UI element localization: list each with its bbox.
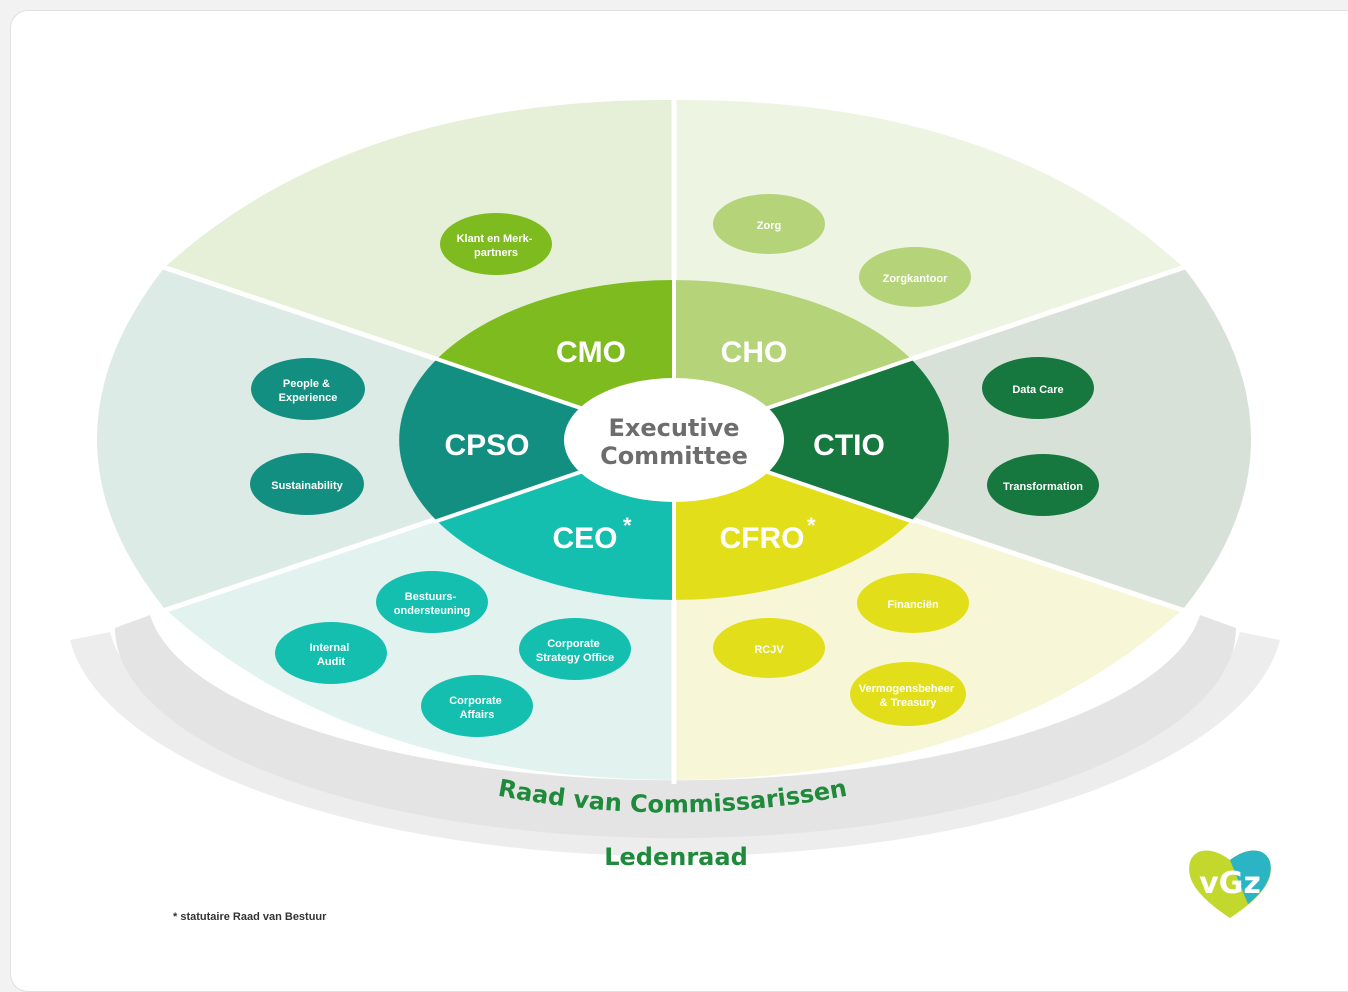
sector-cpso <box>97 268 674 608</box>
dept-sustainability: Sustainability <box>250 453 364 515</box>
raad-band <box>115 615 1236 839</box>
footnote: * statutaire Raad van Bestuur <box>173 911 327 923</box>
org-diagram: Executive Committee CMO CHO CPSO CTIO CE… <box>70 99 1280 918</box>
role-label-cho: CHO <box>721 336 788 369</box>
role-label-ctio: CTIO <box>813 429 885 462</box>
dept-klant-line1: Klant en Merk- <box>457 233 533 245</box>
role-label-cpso: CPSO <box>444 429 529 462</box>
dept-klant-line2: partners <box>474 247 518 259</box>
dept-financien-label: Financiën <box>887 599 939 611</box>
dept-corporate-strategy-line1: Corporate <box>547 638 600 650</box>
svg-text:Bestuurs- ondersteuning: Bestuurs- ondersteuning <box>394 591 470 617</box>
dept-zorgkantoor-label: Zorgkantoor <box>883 273 948 285</box>
dept-bestuurs-line1: Bestuurs- <box>405 591 457 603</box>
role-label-cmo: CMO <box>556 336 626 369</box>
dept-people-line2: Experience <box>279 392 338 404</box>
dept-data-care: Data Care <box>982 357 1094 419</box>
dept-data-care-label: Data Care <box>1012 384 1063 396</box>
svg-text:Corporate Strategy Offic: Corporate Strategy Office <box>536 638 614 664</box>
dept-internal-audit-line1: Internal <box>310 642 350 654</box>
center-line2: Committee <box>600 442 748 470</box>
dept-internal-audit-line2: Audit <box>317 656 345 668</box>
role-asterisk-cfro: * <box>807 513 816 538</box>
dept-people-line1: People & <box>283 378 330 390</box>
svg-text:Corporate Affairs: Corporate Affairs <box>449 695 505 721</box>
logo-text: vGz <box>1199 866 1261 901</box>
dept-corporate-affairs: Corporate Affairs <box>421 675 533 737</box>
executive-committee-center <box>564 378 784 502</box>
svg-text:Vermogensbeheer & Treasu: Vermogensbeheer & Treasury <box>859 683 957 709</box>
dept-corporate-affairs-line2: Affairs <box>460 709 495 721</box>
dept-transformation-label: Transformation <box>1003 481 1083 493</box>
dept-rcjv: RCJV <box>713 618 825 678</box>
dept-zorg-label: Zorg <box>757 220 781 232</box>
dept-klant: Klant en Merk- partners <box>440 213 552 275</box>
dept-corporate-strategy: Corporate Strategy Office <box>519 618 631 680</box>
dept-vermogensbeheer: Vermogensbeheer & Treasury <box>850 662 966 726</box>
dept-vermogensbeheer-line2: & Treasury <box>880 697 938 709</box>
dept-zorg: Zorg <box>713 194 825 254</box>
dept-financien: Financiën <box>857 573 969 633</box>
dept-corporate-affairs-line1: Corporate <box>449 695 502 707</box>
dept-transformation: Transformation <box>987 454 1099 516</box>
svg-text:Klant en Merk- partners: Klant en Merk- partners <box>457 233 536 259</box>
dept-bestuurs: Bestuurs- ondersteuning <box>376 571 488 633</box>
dept-people: People & Experience <box>251 358 365 420</box>
role-label-ceo: CEO <box>552 522 617 555</box>
dept-zorgkantoor: Zorgkantoor <box>859 247 971 307</box>
dept-internal-audit: Internal Audit <box>275 622 387 684</box>
center-line1: Executive <box>608 414 739 442</box>
role-ctio <box>674 359 949 521</box>
role-asterisk-ceo: * <box>623 513 632 538</box>
dept-corporate-strategy-line2: Strategy Office <box>536 652 614 664</box>
vgz-logo: vGz <box>1189 850 1271 918</box>
role-label-cfro: CFRO <box>720 522 805 555</box>
dept-sustainability-label: Sustainability <box>271 480 343 492</box>
dept-vermogensbeheer-line1: Vermogensbeheer <box>859 683 955 695</box>
ledenraad-label: Ledenraad <box>604 843 748 871</box>
sector-ctio <box>674 268 1251 608</box>
svg-text:People & Experience: People & Experience <box>279 378 338 404</box>
svg-text:Internal Audit: Internal Audit <box>310 642 353 668</box>
role-cpso <box>399 359 674 521</box>
dept-bestuurs-line2: ondersteuning <box>394 605 470 617</box>
dept-rcjv-label: RCJV <box>754 644 784 656</box>
